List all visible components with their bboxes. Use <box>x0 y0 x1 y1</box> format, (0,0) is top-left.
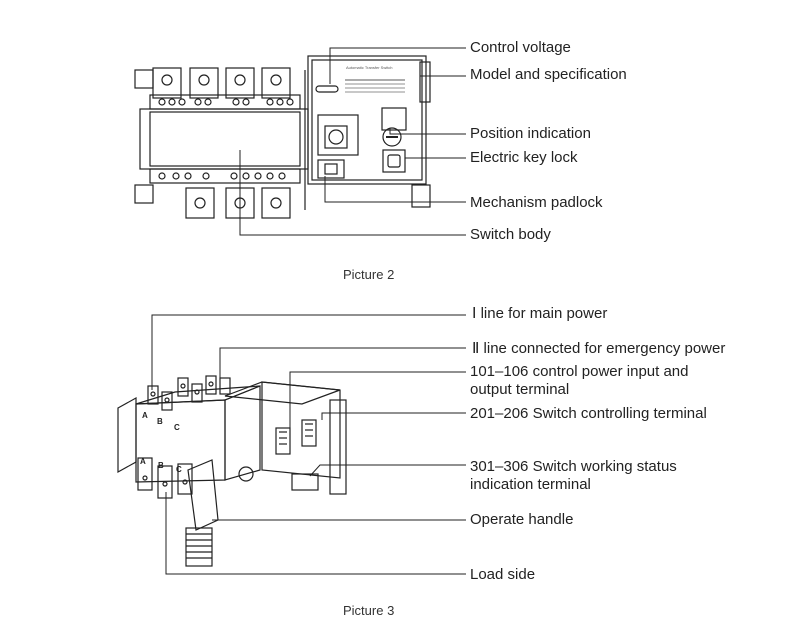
picture2-control-module <box>307 55 431 185</box>
picture2-switch-body <box>134 67 431 219</box>
label-control-power-terminal-2: output terminal <box>470 381 570 398</box>
label-model-specification: Model and specification <box>470 66 627 83</box>
label-load-side: Load side <box>470 566 536 583</box>
label-main-power-line: Ⅰ line for main power <box>472 305 608 322</box>
label-position-indication: Position indication <box>470 125 591 142</box>
caption-picture-3: Picture 3 <box>343 603 395 618</box>
picture3-switch <box>117 375 347 567</box>
label-switch-body: Switch body <box>470 226 551 243</box>
label-operate-handle: Operate handle <box>470 511 574 528</box>
label-control-power-terminal: 101–106 control power input and <box>470 363 689 380</box>
label-switch-controlling-terminal: 201–206 Switch controlling terminal <box>470 405 707 422</box>
phase-b-top: B <box>157 417 163 426</box>
phase-a-top: A <box>142 411 148 420</box>
device-title-text: Automatic Transfer Switch <box>346 65 392 70</box>
caption-picture-2: Picture 2 <box>343 267 395 282</box>
label-emergency-power-line: Ⅱ line connected for emergency power <box>472 340 726 357</box>
picture3-phase-labels: A B C A B C <box>140 411 182 474</box>
phase-b-bottom: B <box>158 461 164 470</box>
label-status-indication-terminal-2: indication terminal <box>470 476 591 493</box>
label-control-voltage: Control voltage <box>470 39 571 56</box>
label-status-indication-terminal: 301–306 Switch working status <box>470 458 677 475</box>
phase-c-top: C <box>174 423 180 432</box>
label-mechanism-padlock: Mechanism padlock <box>470 194 603 211</box>
phase-c-bottom: C <box>176 465 182 474</box>
label-electric-key-lock: Electric key lock <box>470 149 578 166</box>
picture3-leaders <box>151 314 466 575</box>
picture2-leaders <box>239 47 466 236</box>
phase-a-bottom: A <box>140 457 146 466</box>
